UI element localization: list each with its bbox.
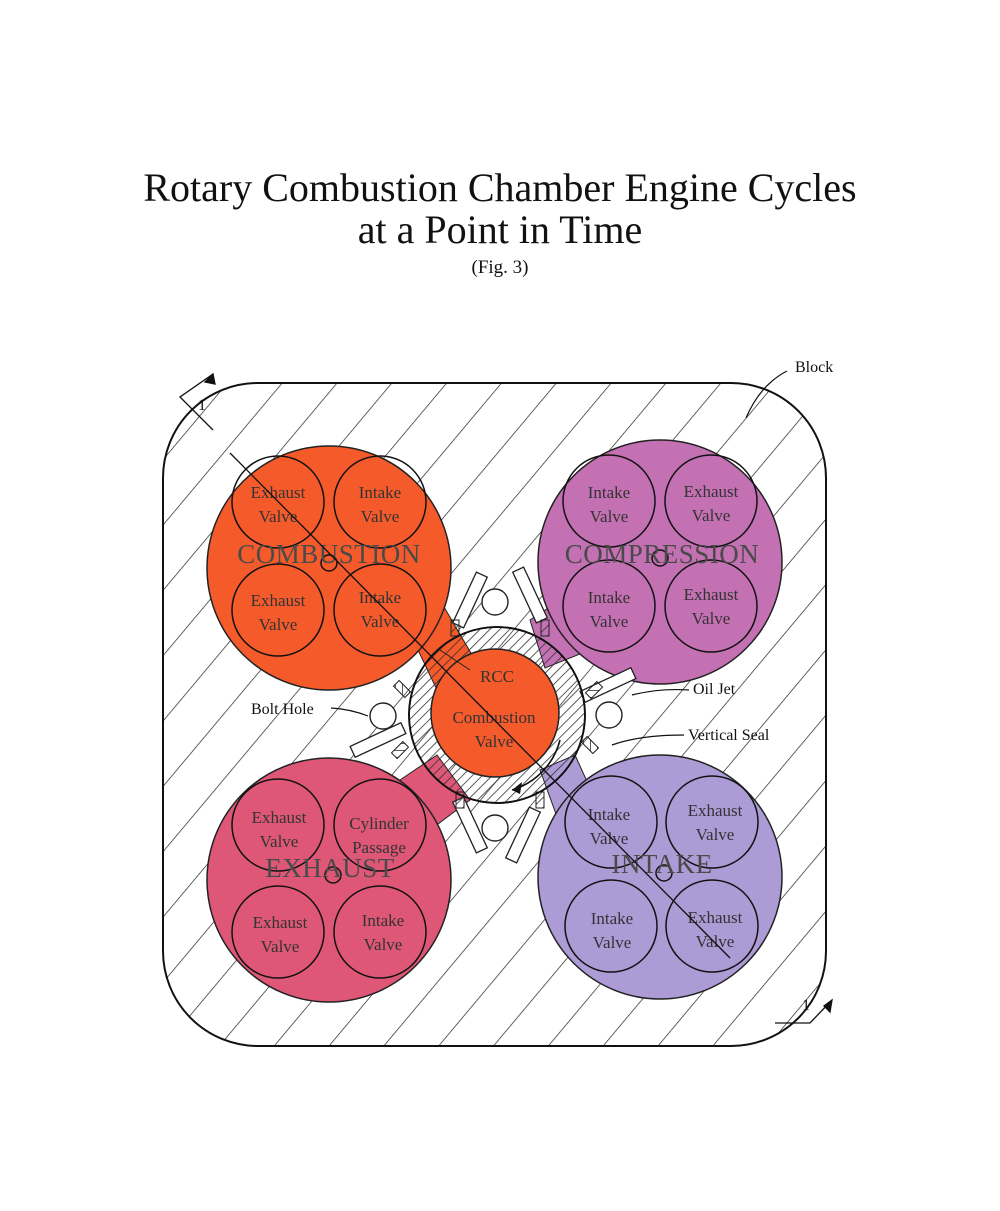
valve-label: Valve	[692, 506, 731, 525]
rcc-label: RCC	[480, 667, 514, 686]
vertical-seal	[392, 679, 412, 699]
bolt-hole	[324, 866, 342, 884]
figure-number: (Fig. 3)	[471, 257, 529, 278]
rotary-combustion-chamber: RCC Combustion Valve	[408, 626, 586, 804]
valve-label: Exhaust	[251, 591, 306, 610]
valve-label: Valve	[260, 832, 299, 851]
section-marker-top: 1	[198, 397, 206, 414]
valve-label: Valve	[590, 829, 629, 848]
valve-label: Valve	[593, 933, 632, 952]
valve-label: Intake	[588, 588, 630, 607]
valve-label: Valve	[696, 825, 735, 844]
valve-label: Valve	[259, 615, 298, 634]
valve-label: Exhaust	[252, 808, 307, 827]
valve-label: Intake	[591, 909, 633, 928]
valve-circle	[664, 454, 758, 548]
valve-circle	[562, 559, 656, 653]
rotation-arrowhead-icon	[512, 782, 522, 794]
vertical-seal	[450, 619, 460, 637]
valve-circle	[333, 885, 427, 979]
valve-label: Valve	[692, 609, 731, 628]
valve-label: Valve	[590, 507, 629, 526]
valve-label: Valve	[590, 612, 629, 631]
cylinder-label-exhaust: EXHAUST	[265, 853, 395, 883]
label-bolt-hole: Bolt Hole	[251, 701, 314, 718]
valve-label: Intake	[359, 483, 401, 502]
valve-label: Exhaust	[684, 585, 739, 604]
diagram-title-line1: Rotary Combustion Chamber Engine Cycles	[143, 165, 857, 210]
valve-circle	[564, 775, 658, 869]
valve-circle	[564, 879, 658, 973]
valve-circle	[231, 885, 325, 979]
diagram-title-line2: at a Point in Time	[357, 207, 643, 252]
bolt-hole	[369, 702, 397, 730]
arrowhead-icon	[203, 372, 216, 385]
label-vertical-seal: Vertical Seal	[688, 727, 770, 744]
valve-label: Exhaust	[253, 913, 308, 932]
valve-label: Intake	[359, 588, 401, 607]
cylinder-combustion: Exhaust Valve Intake Valve Exhaust Valve…	[206, 445, 452, 691]
rcc-bolt-holes	[369, 588, 623, 842]
valve-circle	[665, 879, 759, 973]
combustion-valve-label: Combustion	[452, 708, 536, 727]
oil-jet	[349, 721, 407, 759]
valve-label: Exhaust	[684, 482, 739, 501]
section-marker-bottom: 1	[802, 997, 810, 1014]
cylinder-intake: Intake Valve Exhaust Valve Intake Valve …	[537, 754, 783, 1000]
cylinder-exhaust: Exhaust Valve Cylinder Passage Exhaust V…	[206, 757, 452, 1003]
cylinder-compression: Intake Valve Exhaust Valve Intake Valve …	[537, 439, 783, 685]
valve-circle	[333, 455, 427, 549]
bolt-hole	[320, 554, 338, 572]
valve-label: Passage	[352, 838, 406, 857]
vertical-seal	[584, 680, 604, 700]
section-line	[178, 372, 833, 1024]
label-block: Block	[795, 359, 833, 376]
combustion-valve-label: Valve	[475, 732, 514, 751]
valve-label: Exhaust	[688, 908, 743, 927]
valve-label: Intake	[362, 911, 404, 930]
bolt-hole	[481, 588, 509, 616]
valve-label: Valve	[261, 937, 300, 956]
cylinder-label-combustion: COMBUSTION	[237, 539, 421, 569]
bolt-hole	[595, 701, 623, 729]
valve-label: Cylinder	[349, 814, 409, 833]
valve-label: Exhaust	[251, 483, 306, 502]
vertical-seal	[540, 619, 550, 637]
valve-circle	[333, 778, 427, 872]
valve-circle	[333, 563, 427, 657]
valve-circle	[231, 563, 325, 657]
valve-label: Valve	[361, 507, 400, 526]
cylinder-label-intake: INTAKE	[611, 849, 712, 879]
valve-label: Valve	[696, 932, 735, 951]
valve-label: Valve	[361, 612, 400, 631]
vertical-seals	[390, 619, 604, 809]
valve-label: Valve	[364, 935, 403, 954]
valve-circle	[231, 778, 325, 872]
arrowhead-icon	[823, 998, 833, 1014]
bolt-hole	[651, 549, 669, 567]
oil-jet	[504, 806, 542, 864]
bolt-hole	[481, 814, 509, 842]
valve-label: Intake	[588, 805, 630, 824]
valve-label: Exhaust	[688, 801, 743, 820]
vertical-seal	[535, 791, 545, 809]
valve-label: Valve	[259, 507, 298, 526]
valve-label: Intake	[588, 483, 630, 502]
vertical-seal	[390, 740, 410, 760]
valve-circle	[665, 775, 759, 869]
bolt-hole	[655, 864, 673, 882]
vertical-seal	[580, 735, 600, 755]
valve-circle	[664, 559, 758, 653]
valve-circle	[231, 455, 325, 549]
label-oil-jet: Oil Jet	[693, 681, 736, 698]
cylinder-label-compression: COMPRESSION	[565, 539, 760, 569]
leader-lines	[330, 370, 788, 746]
valve-circle	[562, 454, 656, 548]
